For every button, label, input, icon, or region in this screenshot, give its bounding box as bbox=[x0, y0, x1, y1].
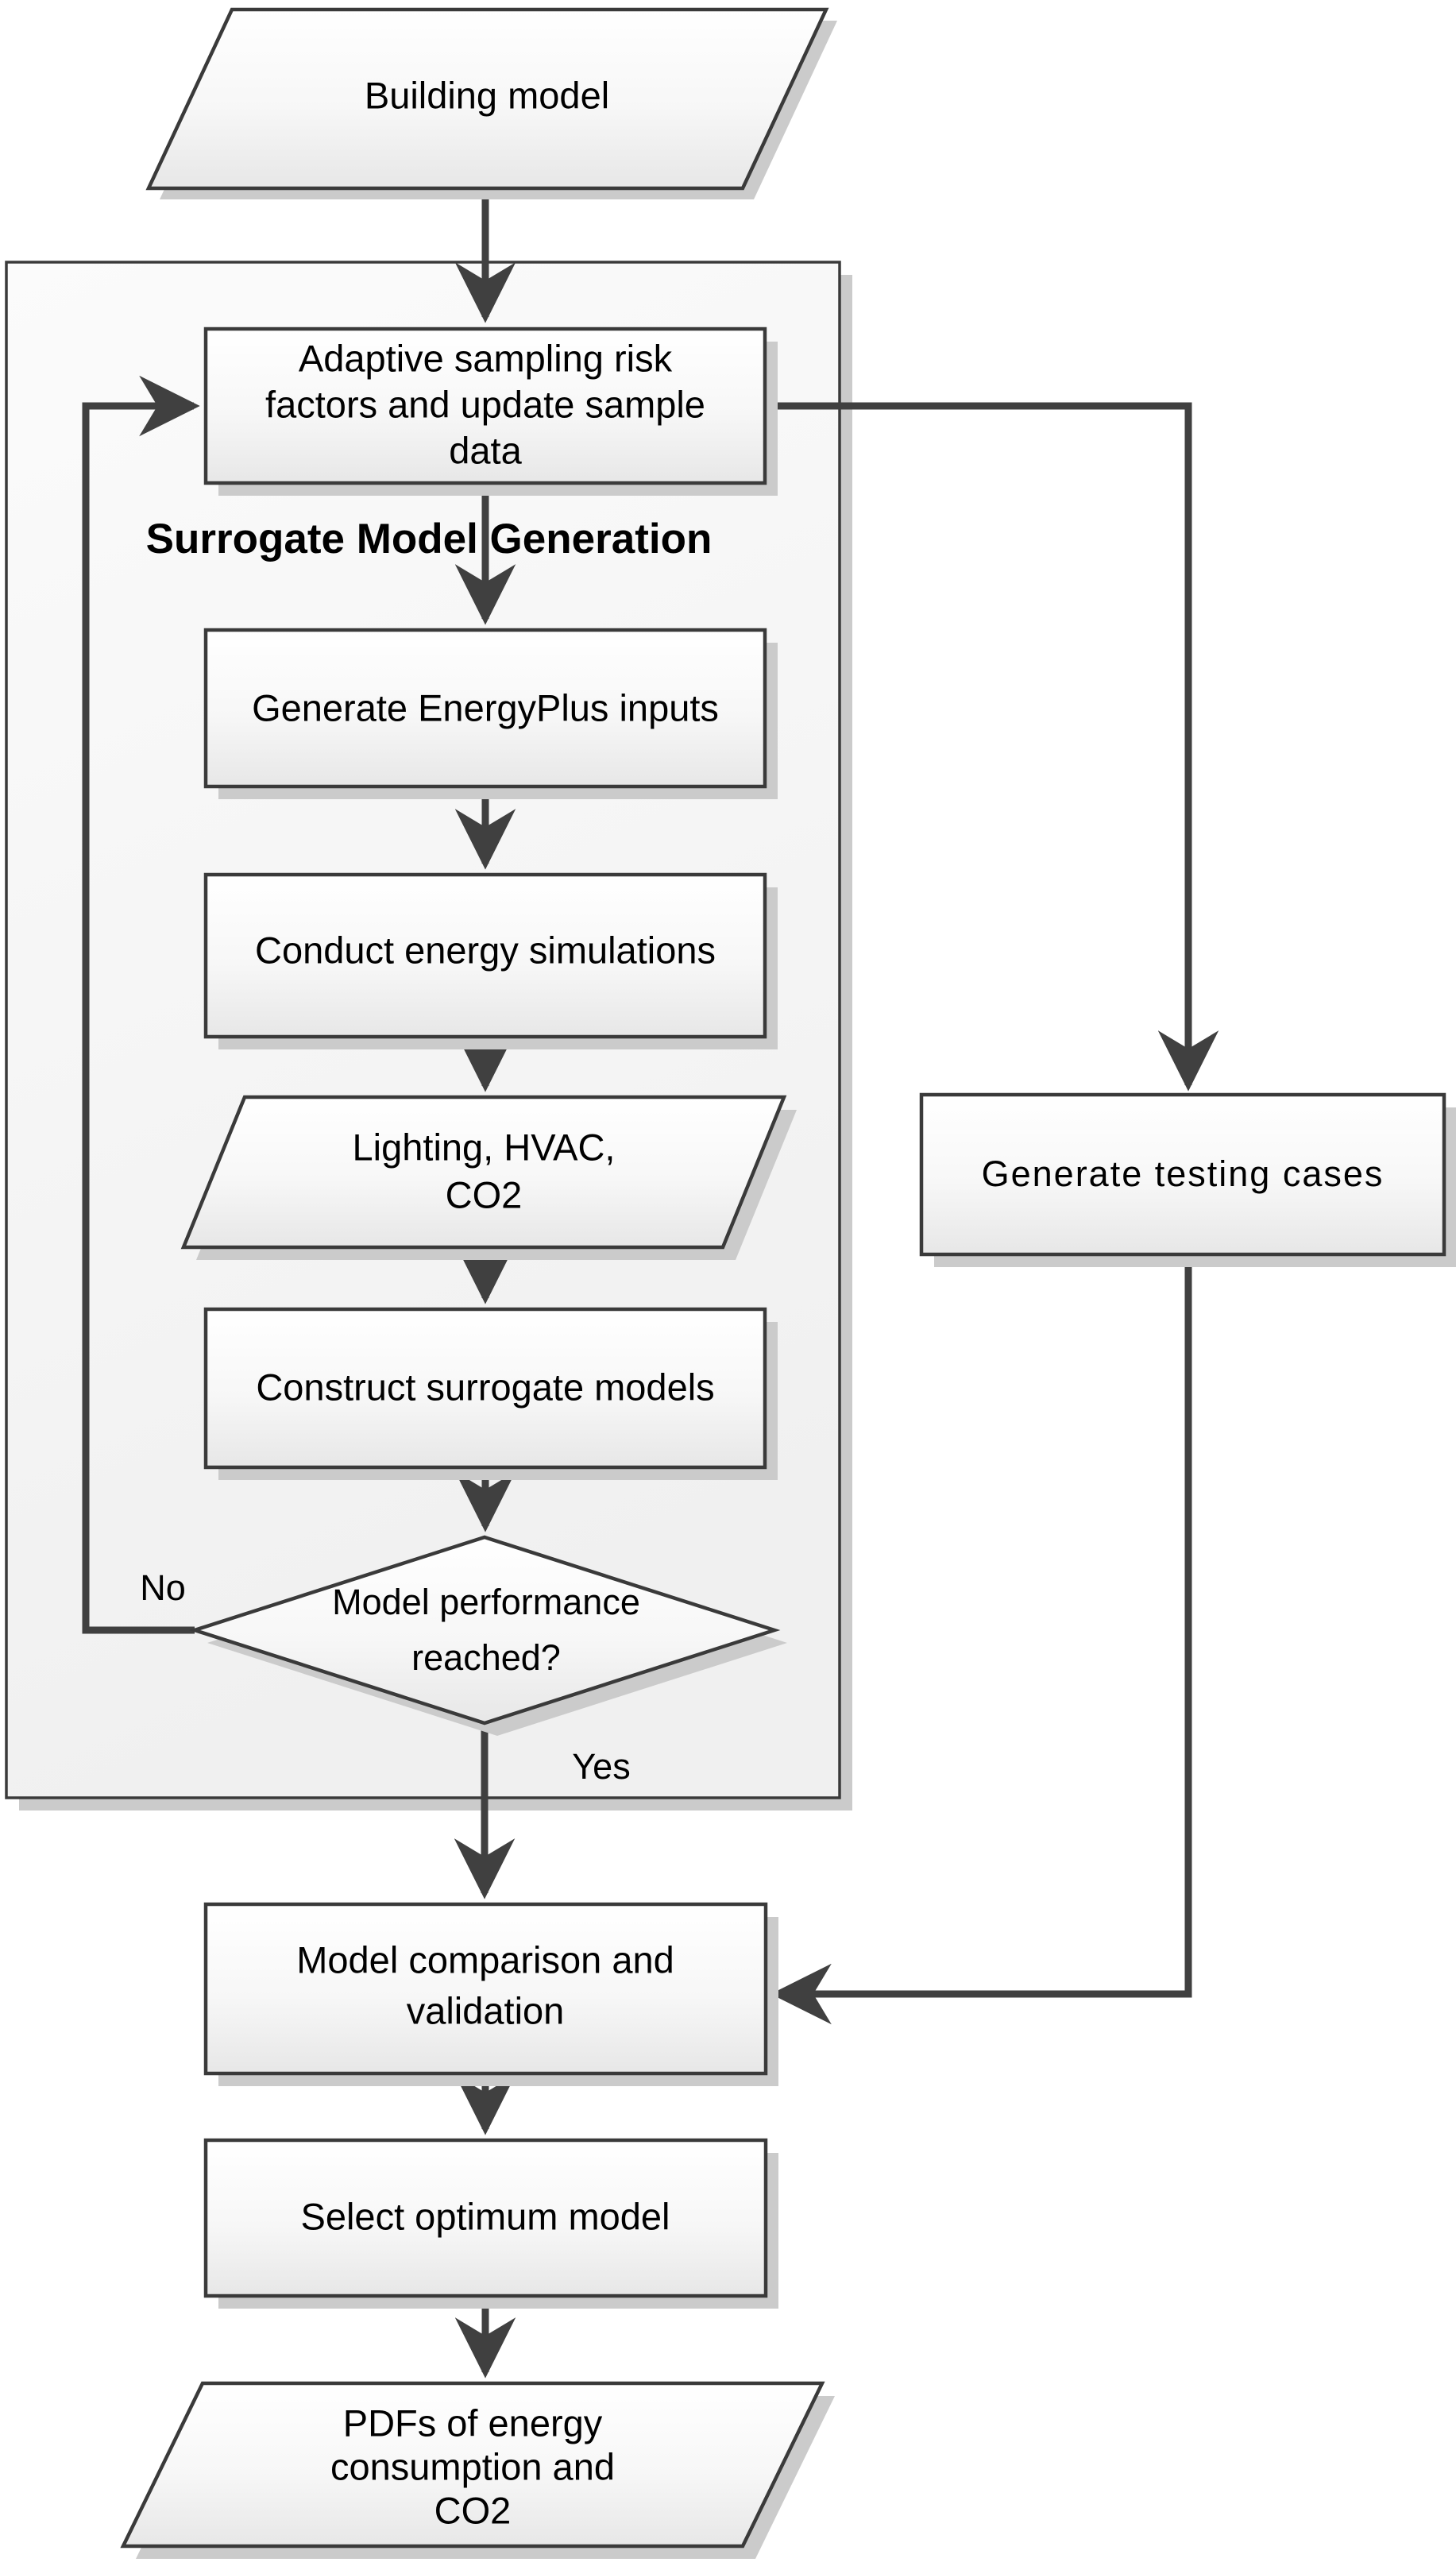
building-model-shape bbox=[145, 7, 829, 191]
conduct-simulations-label: Conduct energy simulations bbox=[255, 929, 716, 971]
select-optimum-label: Select optimum model bbox=[301, 2195, 670, 2237]
pdfs-output-label-line3: CO2 bbox=[434, 2489, 512, 2531]
adaptive-sampling-label-line1: Adaptive sampling risk bbox=[299, 337, 673, 379]
node-generate-testing: Generate testing cases bbox=[919, 1092, 1456, 1267]
edge-label-no: No bbox=[140, 1567, 186, 1608]
lighting-hvac-label-line1: Lighting, HVAC, bbox=[353, 1126, 616, 1168]
arrow-no-loop-to-adaptive bbox=[82, 375, 200, 1634]
adaptive-sampling-shape bbox=[203, 327, 767, 485]
node-construct-models: Construct surrogate models bbox=[203, 1307, 778, 1480]
generate-inputs-label: Generate EnergyPlus inputs bbox=[252, 686, 719, 728]
select-optimum-shape bbox=[203, 2138, 768, 2298]
performance-decision-label-line2: reached? bbox=[411, 1637, 561, 1678]
construct-models-label: Construct surrogate models bbox=[256, 1366, 714, 1408]
model-comparison-shape bbox=[203, 1902, 768, 2076]
generate-inputs-shape bbox=[203, 628, 767, 789]
generate-testing-shape bbox=[919, 1092, 1446, 1257]
arrow-adaptive-to-testing bbox=[765, 402, 1219, 1092]
adaptive-sampling-label-line2: factors and update sample bbox=[265, 383, 705, 425]
pdfs-output-shape bbox=[120, 2381, 825, 2549]
node-pdfs-output: PDFs of energy consumption and CO2 bbox=[120, 2381, 835, 2559]
lighting-hvac-shape bbox=[180, 1095, 787, 1250]
construct-models-shape bbox=[203, 1307, 767, 1470]
edge-label-yes: Yes bbox=[572, 1746, 630, 1787]
performance-decision-shape bbox=[188, 1535, 781, 1725]
group-title: Surrogate Model Generation bbox=[146, 516, 713, 562]
model-comparison-label-line1: Model comparison and bbox=[296, 1938, 674, 1981]
node-conduct-simulations: Conduct energy simulations bbox=[203, 872, 778, 1049]
generate-testing-label: Generate testing cases bbox=[982, 1154, 1385, 1194]
performance-decision-label-line1: Model performance bbox=[332, 1582, 640, 1622]
pdfs-output-label-line2: consumption and bbox=[330, 2445, 615, 2487]
building-model-label: Building model bbox=[365, 74, 609, 116]
node-generate-inputs: Generate EnergyPlus inputs bbox=[203, 628, 778, 799]
pdfs-output-label-line1: PDFs of energy bbox=[343, 2402, 603, 2444]
adaptive-sampling-label-line3: data bbox=[449, 429, 522, 471]
connectors bbox=[82, 188, 1219, 2379]
model-comparison-label-line2: validation bbox=[407, 1989, 565, 2031]
node-building-model: Building model bbox=[145, 7, 837, 199]
node-select-optimum: Select optimum model bbox=[203, 2138, 778, 2309]
node-lighting-hvac-co2: Lighting, HVAC, CO2 bbox=[180, 1095, 797, 1260]
node-adaptive-sampling: Adaptive sampling risk factors and updat… bbox=[203, 327, 778, 496]
arrow-testing-to-comparison bbox=[770, 1254, 1192, 2025]
lighting-hvac-label-line2: CO2 bbox=[446, 1173, 523, 1215]
node-model-comparison: Model comparison and validation bbox=[203, 1902, 778, 2086]
conduct-simulations-shape bbox=[203, 872, 767, 1039]
node-performance-decision: Model performance reached? bbox=[188, 1535, 787, 1736]
